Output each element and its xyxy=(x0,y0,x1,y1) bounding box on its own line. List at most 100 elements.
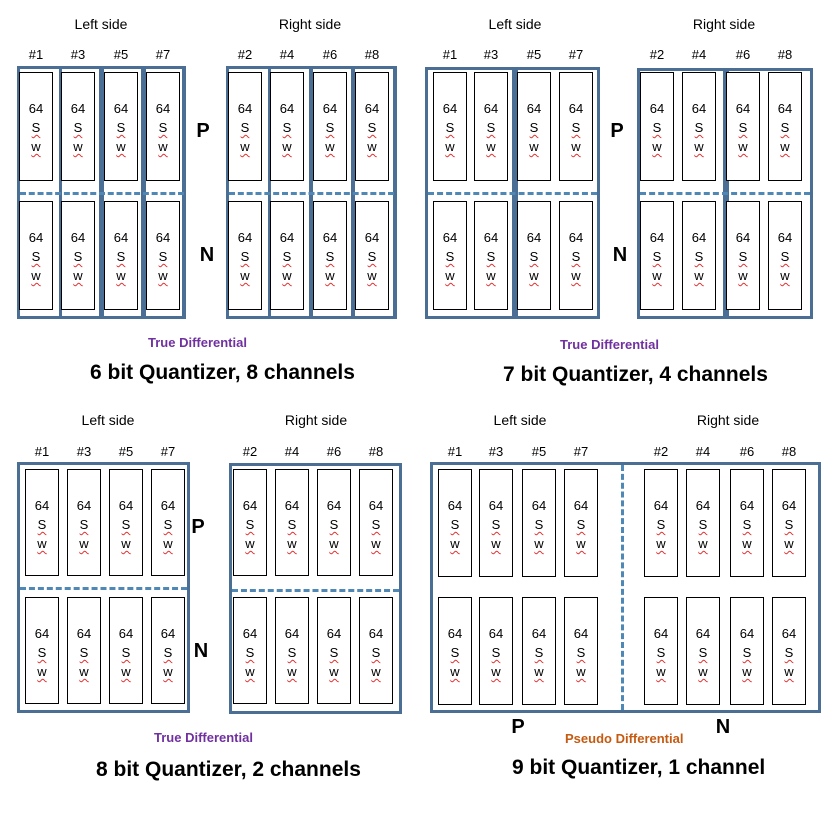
dashed-separator xyxy=(229,192,394,195)
dashed-separator xyxy=(20,192,184,195)
n-label: N xyxy=(612,244,628,266)
cell-value: 64 xyxy=(70,101,86,116)
cell-value: 64 xyxy=(483,101,499,116)
cell-value: 64 xyxy=(447,498,463,513)
group-frame xyxy=(430,462,821,713)
cell-letter-w: w xyxy=(450,664,460,679)
cell-letter-w: w xyxy=(31,139,41,154)
cell-letter-w: w xyxy=(445,139,455,154)
cell-value: 64 xyxy=(483,230,499,245)
channel-number: #3 xyxy=(483,47,499,62)
cell-letter-s: S xyxy=(121,645,131,660)
cell-letter-s: S xyxy=(491,517,501,532)
cell-value: 64 xyxy=(279,230,295,245)
cell-value: 64 xyxy=(160,626,176,641)
channel-number: #3 xyxy=(488,444,504,459)
cell-letter-w: w xyxy=(79,536,89,551)
cell-letter-s: S xyxy=(742,645,752,660)
channel-number: #5 xyxy=(526,47,542,62)
cell-value: 64 xyxy=(781,626,797,641)
cell-letter-s: S xyxy=(79,517,89,532)
cell-letter-s: S xyxy=(486,249,496,264)
cell-letter-s: S xyxy=(282,249,292,264)
cell-value: 64 xyxy=(279,101,295,116)
channel-number: #4 xyxy=(284,444,300,459)
cell-letter-s: S xyxy=(698,517,708,532)
channel-number: #1 xyxy=(28,47,44,62)
cell-letter-w: w xyxy=(367,268,377,283)
cell-letter-s: S xyxy=(450,645,460,660)
cell-letter-w: w xyxy=(282,139,292,154)
cell-letter-w: w xyxy=(240,139,250,154)
channel-number: #4 xyxy=(691,47,707,62)
right-side-label: Right side xyxy=(696,412,760,428)
cell-letter-w: w xyxy=(656,664,666,679)
cell-letter-s: S xyxy=(698,645,708,660)
cell-letter-s: S xyxy=(742,517,752,532)
cell-value: 64 xyxy=(649,101,665,116)
cell-value: 64 xyxy=(653,626,669,641)
channel-number: #7 xyxy=(573,444,589,459)
cell-letter-w: w xyxy=(738,139,748,154)
cell-letter-w: w xyxy=(656,536,666,551)
cell-letter-s: S xyxy=(784,517,794,532)
cell-letter-w: w xyxy=(694,268,704,283)
right-side-label: Right side xyxy=(278,16,342,32)
dashed-separator xyxy=(428,192,597,195)
differential-type-label: True Differential xyxy=(560,337,659,352)
cell-letter-w: w xyxy=(450,536,460,551)
cell-value: 64 xyxy=(649,230,665,245)
cell-letter-s: S xyxy=(571,249,581,264)
cell-value: 64 xyxy=(531,498,547,513)
cell-letter-w: w xyxy=(158,139,168,154)
cell-letter-s: S xyxy=(282,120,292,135)
cell-letter-w: w xyxy=(780,268,790,283)
cell-value: 64 xyxy=(447,626,463,641)
left-side-label: Left side xyxy=(493,412,547,428)
cell-letter-w: w xyxy=(73,139,83,154)
cell-letter-s: S xyxy=(738,120,748,135)
cell-letter-s: S xyxy=(367,120,377,135)
cell-value: 64 xyxy=(739,626,755,641)
channel-number: #5 xyxy=(113,47,129,62)
cell-letter-w: w xyxy=(491,664,501,679)
cell-letter-s: S xyxy=(245,645,255,660)
channel-number: #5 xyxy=(118,444,134,459)
cell-letter-w: w xyxy=(534,664,544,679)
cell-letter-s: S xyxy=(79,645,89,660)
cell-letter-s: S xyxy=(576,645,586,660)
cell-value: 64 xyxy=(28,230,44,245)
cell-value: 64 xyxy=(777,101,793,116)
cell-letter-s: S xyxy=(163,645,173,660)
cell-letter-w: w xyxy=(116,139,126,154)
cell-value: 64 xyxy=(568,230,584,245)
cell-letter-w: w xyxy=(491,536,501,551)
cell-letter-s: S xyxy=(571,120,581,135)
cell-value: 64 xyxy=(242,626,258,641)
p-label: P xyxy=(191,516,205,538)
cell-letter-w: w xyxy=(287,664,297,679)
cell-letter-w: w xyxy=(486,268,496,283)
right-side-label: Right side xyxy=(692,16,756,32)
cell-letter-s: S xyxy=(240,249,250,264)
cell-letter-s: S xyxy=(694,249,704,264)
cell-letter-w: w xyxy=(37,536,47,551)
